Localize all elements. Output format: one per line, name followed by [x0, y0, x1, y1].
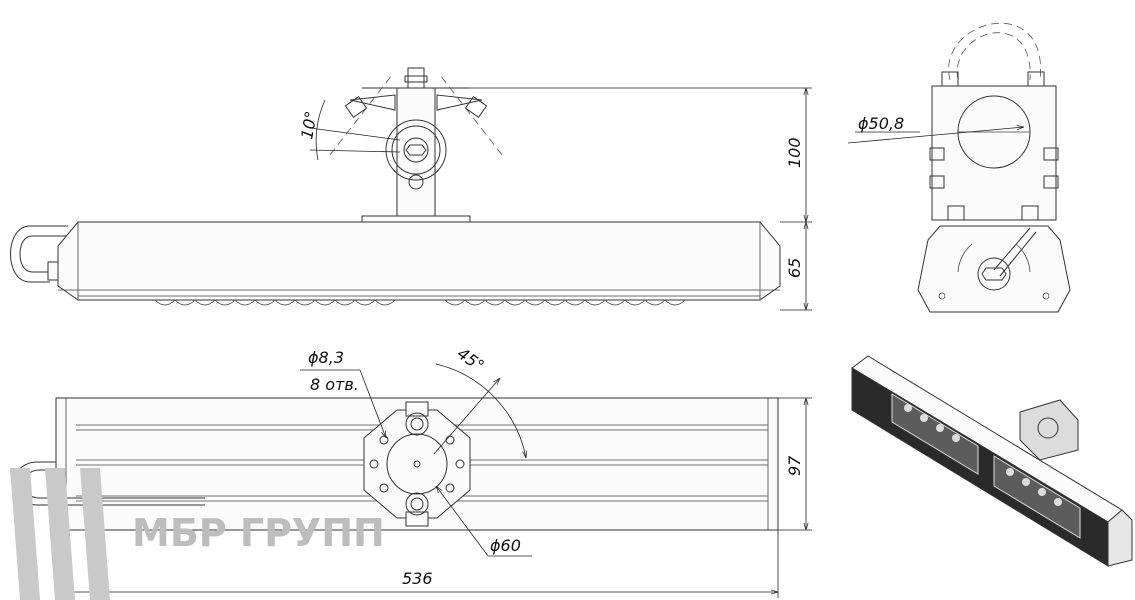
iso-bracket — [1019, 399, 1079, 461]
dim-length: 536 — [402, 569, 433, 588]
end-housing-profile — [917, 225, 1071, 313]
top-view: ϕ8,3 8 отв. 45° ϕ60 97 536 — [13, 344, 812, 598]
iso-housing-top — [851, 355, 1123, 523]
iso-led-modules — [891, 393, 1081, 539]
clamp-bolts — [929, 71, 1059, 221]
logo-text: МБР ГРУПП — [132, 511, 385, 555]
dim-pipe-diameter: ϕ50,8 — [858, 114, 904, 133]
dim-mount-diameter: ϕ60 — [490, 536, 521, 555]
angle-step-label: 45° — [454, 344, 488, 376]
dim-body-height: 65 — [785, 258, 804, 278]
company-logo: МБР ГРУПП — [10, 468, 385, 600]
side-view: 10° 100 65 — [10, 67, 812, 311]
cable-loop — [10, 225, 68, 283]
pipe-phantom — [948, 22, 1041, 81]
dim-width: 97 — [785, 455, 804, 476]
dim-hole-diameter: ϕ8,3 — [308, 348, 344, 367]
mounting-bracket — [329, 67, 503, 223]
cable-gland — [47, 261, 59, 281]
end-view: ϕ50,8 — [847, 22, 1071, 313]
angle-tilt-label: 10° — [297, 109, 321, 140]
luminaire-housing — [57, 221, 781, 301]
isometric-view — [851, 355, 1133, 567]
dim-hole-count: 8 отв. — [310, 375, 359, 394]
dim-bracket-height: 100 — [785, 137, 804, 168]
octagon-mount — [363, 401, 471, 527]
led-lens-row — [154, 299, 686, 306]
end-bracket-plate — [931, 85, 1057, 221]
iso-housing-face — [851, 367, 1109, 567]
